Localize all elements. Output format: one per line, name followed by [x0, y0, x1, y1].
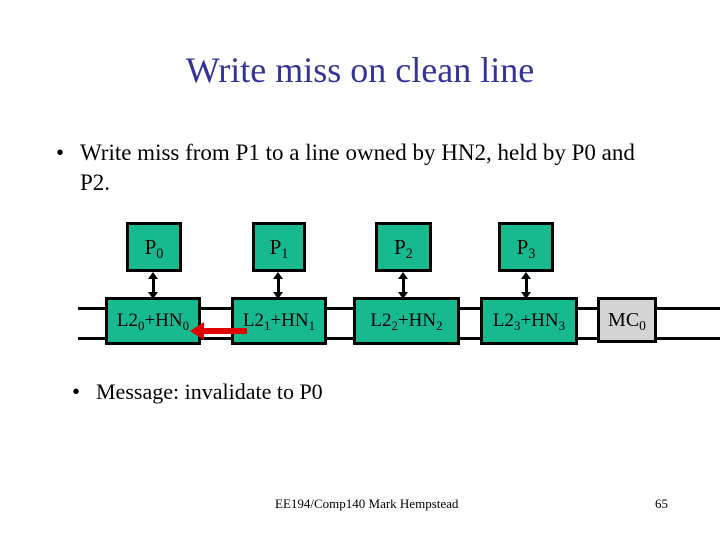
- page-title: Write miss on clean line: [185, 50, 535, 90]
- cache-node-l23: L23+HN3: [480, 297, 578, 345]
- bus-line-upper: [78, 307, 720, 310]
- invalidate-message-arrow-head-icon: [190, 322, 204, 340]
- cache-label-l22: L22+HN2: [370, 310, 443, 334]
- cache-node-l22: L22+HN2: [353, 297, 460, 345]
- connector-arrowhead-up-p2: [398, 272, 408, 279]
- cache-label-l21: L21+HN1: [242, 310, 316, 334]
- cache-node-l21: L21+HN1: [231, 297, 327, 345]
- processor-node-p3: P3: [498, 222, 554, 272]
- bullet-marker-icon: •: [56, 140, 65, 165]
- processor-label-p0: P0: [144, 234, 164, 263]
- memory-controller-label: MC0: [608, 308, 646, 333]
- footer-page-number: 65: [655, 496, 668, 511]
- connector-arrowhead-down-p3: [521, 292, 531, 299]
- bullet-text-1: Write miss from P1 to a line owned by HN…: [80, 140, 635, 195]
- bullet-text-2: Message: invalidate to P0: [96, 379, 323, 404]
- connector-p3-to-l23: [525, 278, 528, 296]
- cache-label-l20: L20+HN0: [116, 310, 190, 334]
- cache-node-l20: L20+HN0: [105, 297, 201, 345]
- bullet-item-2: • Message: invalidate to P0: [72, 378, 632, 406]
- cache-label-l23: L23+HN3: [492, 310, 566, 334]
- bullet-marker-icon-2: •: [72, 379, 81, 404]
- connector-arrowhead-down-p1: [273, 292, 283, 299]
- connector-arrowhead-up-p3: [521, 272, 531, 279]
- connector-p2-to-l22: [402, 278, 405, 296]
- processor-label-p3: P3: [516, 234, 536, 263]
- bus-line-lower: [78, 337, 720, 340]
- processor-node-p1: P1: [252, 222, 306, 272]
- bullet-item-1: • Write miss from P1 to a line owned by …: [56, 138, 666, 198]
- connector-arrowhead-down-p0: [148, 292, 158, 299]
- connector-arrowhead-down-p2: [398, 292, 408, 299]
- memory-controller-node-mc0: MC0: [597, 297, 657, 343]
- connector-p0-to-l20: [152, 278, 155, 296]
- processor-node-p0: P0: [126, 222, 182, 272]
- processor-node-p2: P2: [375, 222, 432, 272]
- processor-label-p1: P1: [269, 234, 289, 263]
- connector-arrowhead-up-p1: [273, 272, 283, 279]
- invalidate-message-arrow-line: [203, 328, 247, 334]
- connector-p1-to-l21: [277, 278, 280, 296]
- footer-course-label: EE194/Comp140 Mark Hempstead: [275, 496, 459, 511]
- processor-label-p2: P2: [394, 234, 413, 263]
- connector-arrowhead-up-p0: [148, 272, 158, 279]
